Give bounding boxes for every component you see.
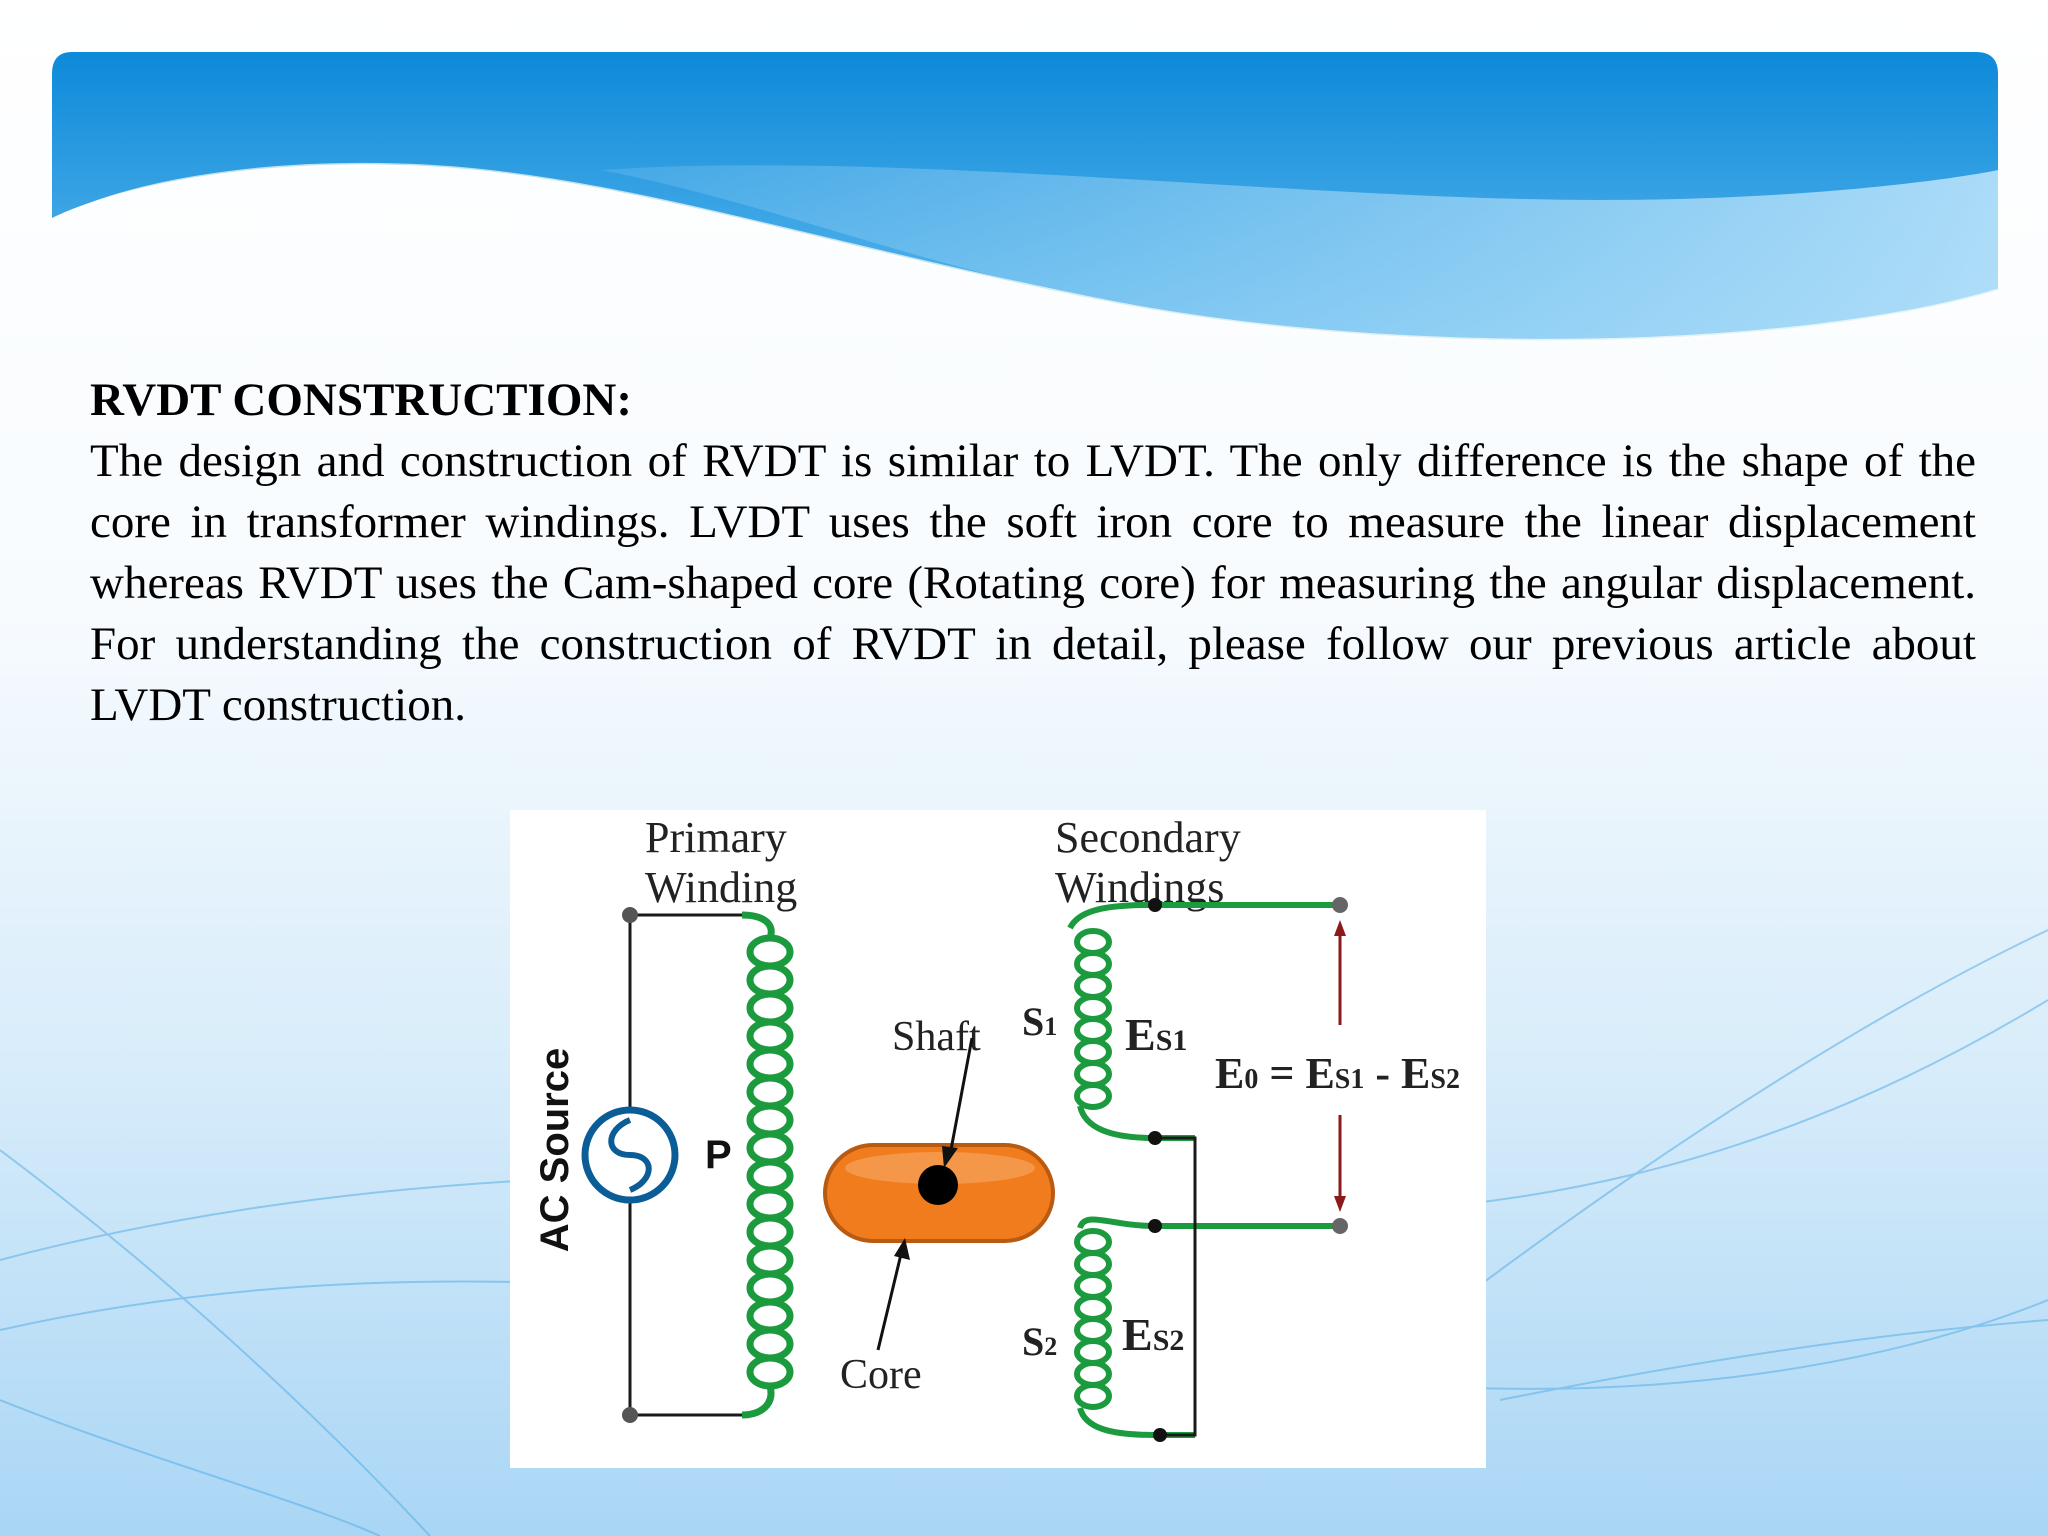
secondary-windings-label-line1: Secondary	[1055, 813, 1241, 862]
s2-bottom-node	[1153, 1428, 1167, 1442]
ac-source-symbol	[581, 1106, 679, 1204]
core-label: Core	[840, 1352, 922, 1398]
core-arrow	[876, 1249, 904, 1351]
slide-body-paragraph: The design and construction of RVDT is s…	[90, 435, 1976, 731]
slide-title: RVDT CONSTRUCTION:	[90, 374, 632, 426]
slide-text-block: RVDT CONSTRUCTION: The design and constr…	[90, 370, 1976, 736]
s2-top-node	[1148, 1219, 1162, 1233]
output-bottom-terminal	[1332, 1218, 1348, 1234]
secondary-coil-s2	[1074, 1216, 1340, 1438]
output-equation: E0 = ES1 - ES2	[1215, 1049, 1460, 1098]
es1-label: ES1	[1125, 1009, 1187, 1060]
s1-label: S1	[1022, 999, 1057, 1044]
primary-p-label: P	[705, 1133, 732, 1177]
primary-winding-label-line1: Primary	[645, 813, 787, 862]
shaft-label: Shaft	[892, 1014, 981, 1060]
secondary-coil-s1	[1067, 902, 1340, 1141]
secondary-circuit-wires	[1155, 1136, 1197, 1437]
primary-winding-label-line2: Winding	[645, 863, 797, 912]
rvdt-diagram: AC Source P Primary Winding Secondary Wi…	[510, 810, 1486, 1468]
s2-label: S2	[1022, 1319, 1057, 1364]
rvdt-diagram-svg: AC Source P Primary Winding Secondary Wi…	[533, 813, 1460, 1442]
output-arrow-down-head	[1334, 1196, 1346, 1212]
s1-bottom-node	[1148, 1131, 1162, 1145]
header-wave-banner	[52, 52, 1999, 342]
core-arrow-head	[894, 1238, 910, 1260]
primary-bottom-terminal	[622, 1407, 638, 1423]
shaft-arrow	[948, 1037, 974, 1156]
primary-coil	[741, 911, 794, 1419]
es2-label: ES2	[1122, 1309, 1184, 1360]
primary-top-terminal	[622, 907, 638, 923]
shaft-arrow-head	[942, 1146, 958, 1168]
ac-source-label: AC Source	[533, 1048, 577, 1253]
s1-top-node	[1148, 898, 1162, 912]
output-top-terminal	[1332, 897, 1348, 913]
output-arrow-up-head	[1334, 920, 1346, 936]
shaft-dot	[918, 1165, 958, 1205]
